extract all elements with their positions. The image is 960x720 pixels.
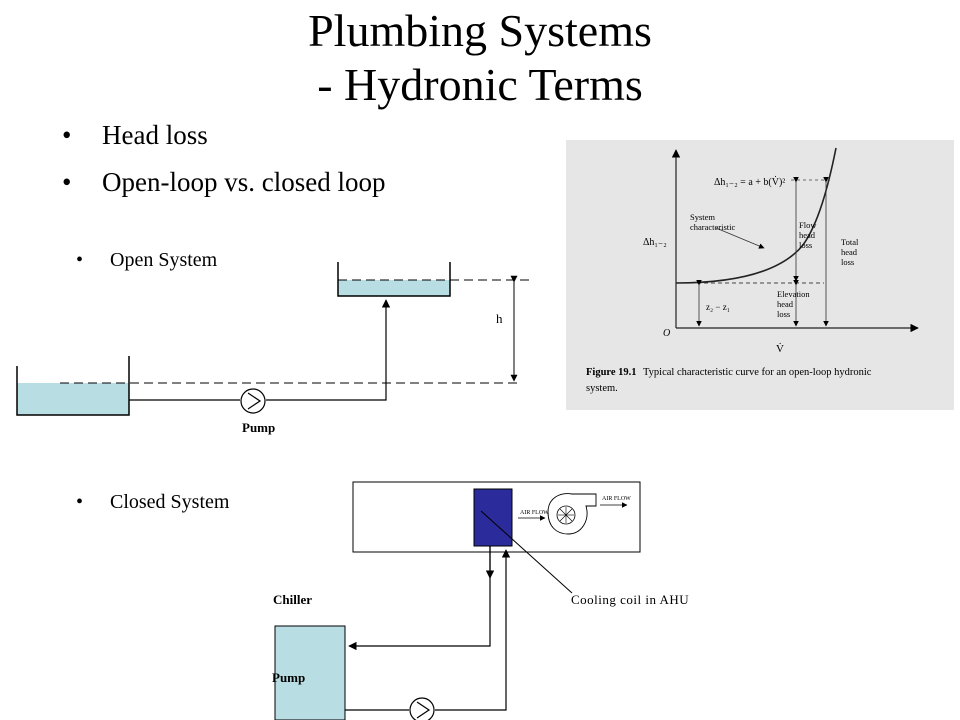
cooling-coil-label: Cooling coil in AHU	[571, 592, 690, 607]
slide-title: Plumbing Systems - Hydronic Terms	[180, 4, 780, 112]
cooling-coil	[473, 488, 513, 547]
figure-origin-label: O	[663, 328, 670, 339]
open-pump-icon	[240, 388, 266, 414]
open-pump-label: Pump	[242, 420, 276, 435]
slide-title-line2: - Hydronic Terms	[317, 59, 643, 110]
slide-title-line1: Plumbing Systems	[308, 5, 652, 56]
open-system-pipe-riser	[266, 299, 391, 401]
elevation-diff-label: z₂ − z₁	[706, 302, 730, 312]
figure-background	[566, 140, 954, 410]
bullet-list: Head loss Open-loop vs. closed loop	[62, 112, 385, 206]
closed-pump-label: Pump	[272, 670, 306, 685]
bullet-head-loss: Head loss	[62, 112, 385, 159]
figure-x-axis-label: V̇	[776, 343, 784, 355]
figure-y-axis-label: Δh₁₋₂	[643, 237, 667, 248]
flow-head-loss-label: Flow head loss	[799, 220, 819, 250]
closed-return-pipe	[348, 546, 491, 651]
fan-icon	[547, 493, 597, 535]
closed-system-heading: Closed System	[76, 490, 229, 514]
closed-pump-icon	[409, 697, 435, 720]
lower-tank-water	[17, 383, 129, 415]
air-flow-out-label: AIR FLOW	[602, 496, 631, 502]
closed-pump-icon-arrow	[416, 701, 431, 719]
height-label: h	[496, 311, 503, 326]
figure-caption: Figure 19.1 Typical characteristic curve…	[586, 367, 874, 394]
bullet-open-vs-closed: Open-loop vs. closed loop	[62, 159, 385, 206]
figure-equation: Δh₁₋₂ = a + b(V̇)²	[714, 176, 785, 188]
open-pump-icon-arrow	[247, 392, 262, 410]
ahu-box	[352, 481, 641, 553]
system-characteristic-label: System characteristic	[690, 212, 736, 232]
characteristic-curve-figure: Δh₁₋₂ = a + b(V̇)² Δh₁₋₂ V̇ O System cha…	[566, 140, 954, 410]
air-flow-in-label: AIR FLOW	[520, 510, 549, 516]
upper-tank-water	[338, 280, 450, 296]
upper-tank-walls	[337, 262, 451, 297]
elevation-head-loss-label: Elevation head loss	[777, 289, 812, 319]
system-characteristic-leader	[715, 227, 765, 249]
lower-tank-walls	[16, 356, 130, 416]
closed-supply-riser	[435, 549, 511, 711]
total-head-loss-label: Total head loss	[841, 237, 860, 267]
coil-leader-line	[480, 510, 573, 594]
open-system-heading: Open System	[76, 248, 217, 272]
chiller-label: Chiller	[273, 592, 312, 607]
